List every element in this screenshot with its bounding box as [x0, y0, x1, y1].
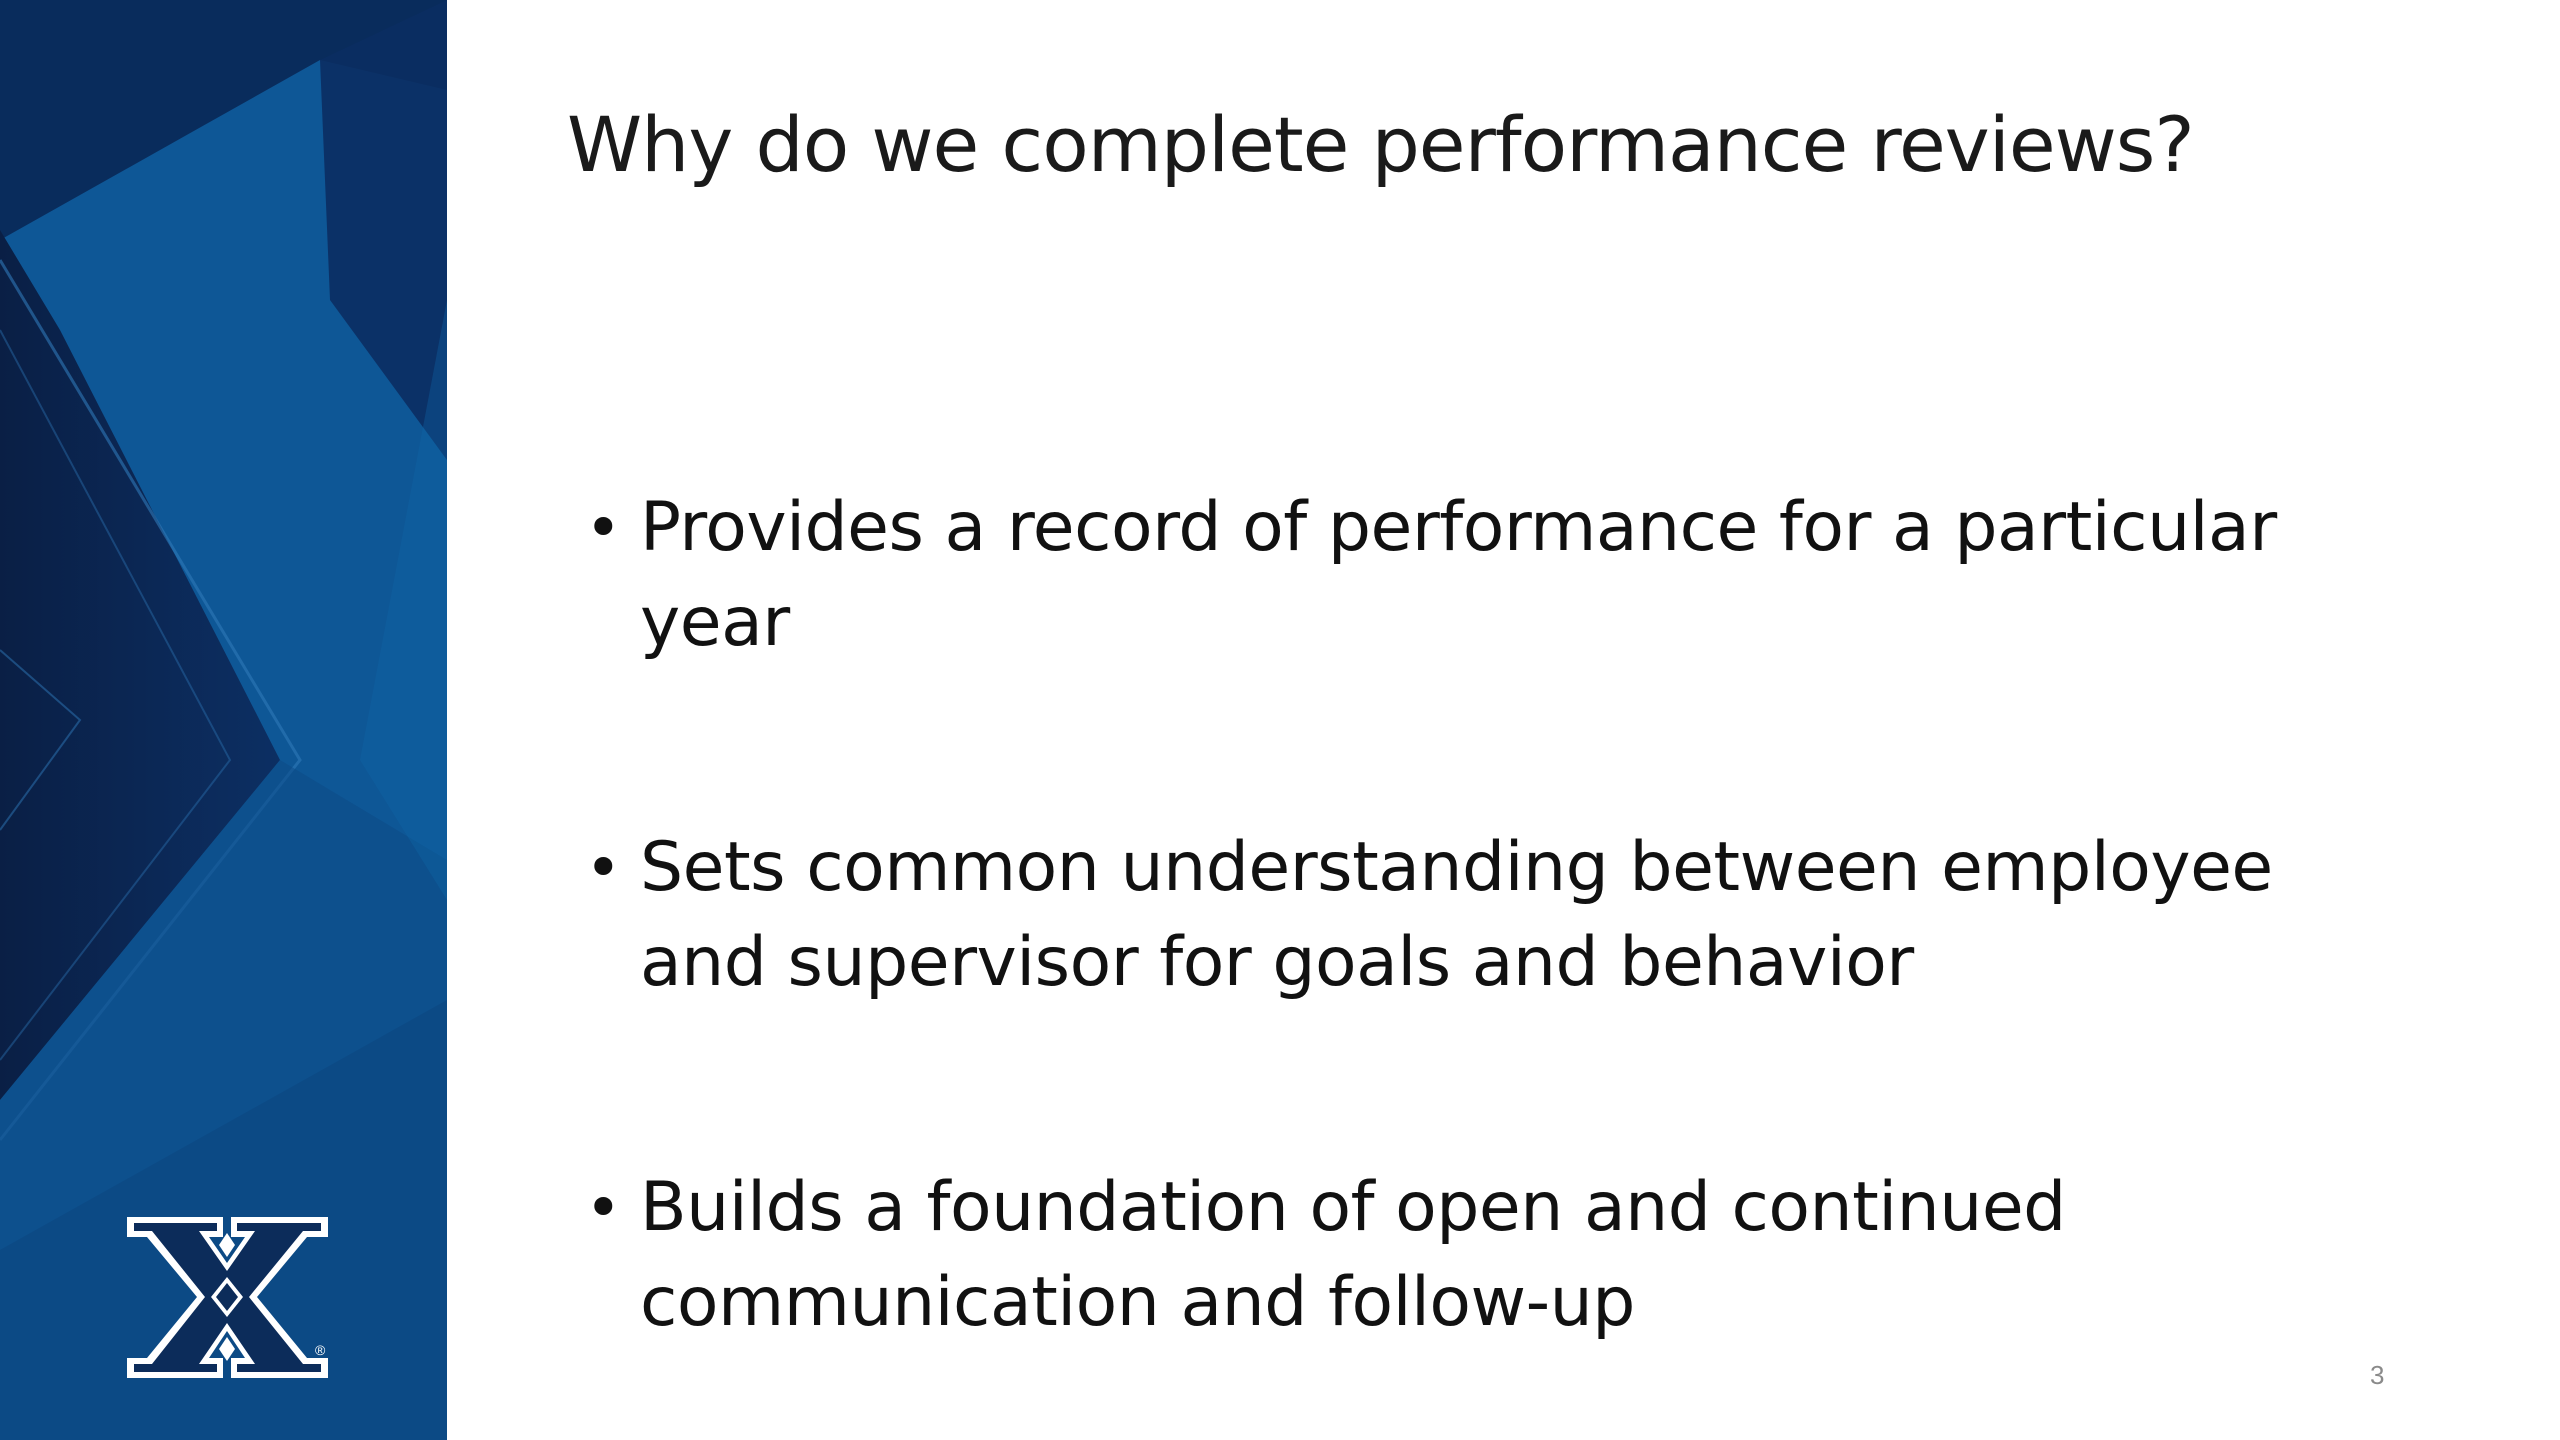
bullet-item: • Builds a foundation of open and contin… [585, 1160, 2385, 1350]
decorative-side-panel: ® [0, 0, 447, 1440]
chevron-background-graphic [0, 0, 447, 1440]
bullet-list: • Provides a record of performance for a… [585, 480, 2385, 1350]
svg-text:®: ® [315, 1342, 326, 1358]
bullet-dot-icon: • [585, 1171, 622, 1244]
bullet-text: Sets common understanding between employ… [640, 828, 2273, 1002]
bullet-item: • Sets common understanding between empl… [585, 820, 2385, 1010]
bullet-dot-icon: • [585, 831, 622, 904]
x-logo-icon: ® [127, 1217, 328, 1378]
page-number: 3 [2370, 1360, 2385, 1390]
bullet-text: Builds a foundation of open and continue… [640, 1168, 2066, 1342]
bullet-text: Provides a record of performance for a p… [640, 488, 2277, 662]
bullet-dot-icon: • [585, 491, 622, 564]
slide-title: Why do we complete performance reviews? [567, 100, 2195, 189]
bullet-item: • Provides a record of performance for a… [585, 480, 2385, 670]
